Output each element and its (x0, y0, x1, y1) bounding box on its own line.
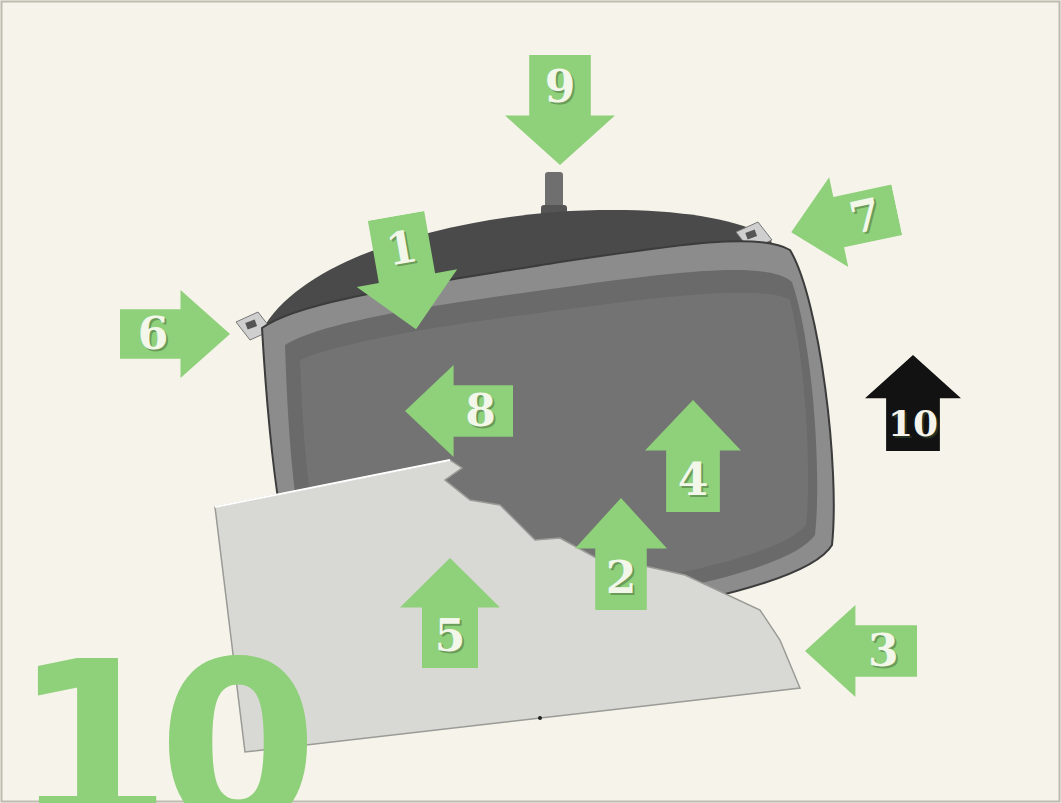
arrow-fill (645, 400, 741, 512)
lug-hole (245, 319, 257, 329)
arrow-shape (805, 605, 917, 697)
arrow-fill (782, 165, 907, 277)
callout-arrow: 3 (805, 605, 917, 697)
callout-arrow: 6 (120, 290, 230, 378)
callout-number: 9 (505, 55, 615, 119)
callout-number: 5 (400, 604, 500, 668)
panel-edge (215, 460, 450, 507)
arrow-shape (782, 165, 907, 277)
callout-arrow: 1 (346, 207, 466, 338)
arrow-fill (505, 55, 615, 165)
arrow-fill (120, 290, 230, 378)
callout-number: 2 (575, 545, 667, 610)
callout-arrow: 4 (645, 400, 741, 512)
arrow-fill (400, 558, 500, 668)
arrow-fill (865, 355, 961, 451)
callout-number: 10 (865, 395, 961, 451)
lug-hole (745, 229, 757, 239)
callout-arrow: 9 (505, 55, 615, 165)
arrow-fill (805, 605, 917, 697)
callout-number: 8 (448, 365, 513, 457)
callout-number: 6 (120, 290, 186, 378)
callout-number: 4 (645, 447, 741, 512)
callout-arrow: 2 (575, 498, 667, 610)
page-number: 10 (12, 632, 304, 803)
callout-arrow: 8 (405, 365, 513, 457)
dot (538, 716, 542, 720)
callout-number: 3 (850, 605, 917, 697)
arrow-shape (405, 365, 513, 457)
callout-arrow: 7 (782, 165, 907, 277)
arrow-fill (575, 498, 667, 610)
arrow-fill (405, 365, 513, 457)
arrow-shape (120, 290, 230, 378)
callout-arrow: 10 (865, 355, 961, 451)
callout-arrow: 5 (400, 558, 500, 668)
arrow-fill (346, 207, 466, 338)
